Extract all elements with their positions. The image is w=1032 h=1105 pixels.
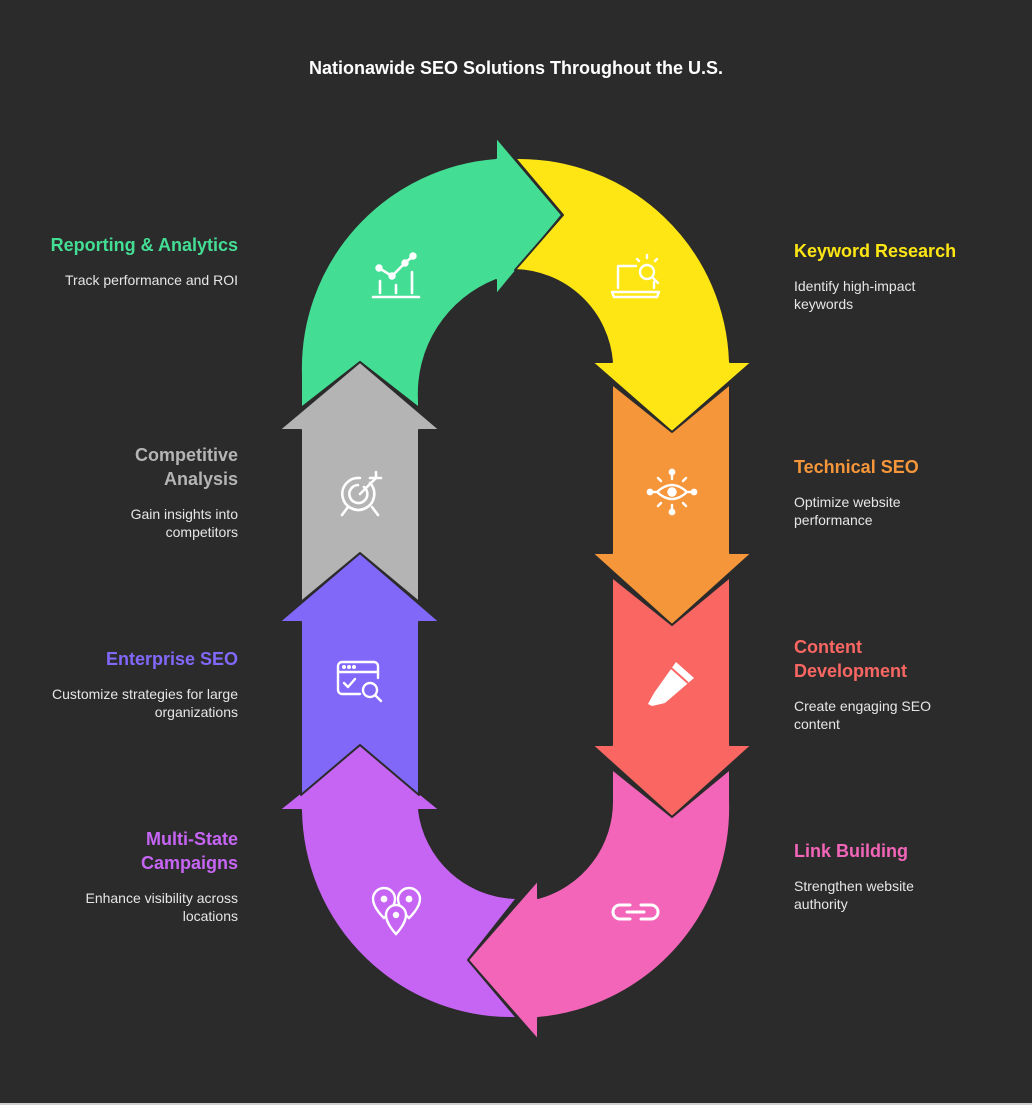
step-description: Identify high-impact keywords xyxy=(794,278,916,312)
step-description: Gain insights into competitors xyxy=(130,506,238,540)
pencil-icon xyxy=(648,662,694,706)
step-title: Content Development xyxy=(794,637,908,681)
step-description: Enhance visibility across locations xyxy=(85,890,238,924)
step-description: Customize strategies for large organizat… xyxy=(52,686,238,720)
laptop-search-icon xyxy=(610,253,661,299)
segment-multi-state-campaigns xyxy=(278,744,518,1020)
step-label-enterprise-seo: Enterprise SEO Customize strategies for … xyxy=(38,647,238,721)
step-label-content-development: Content Development Create engaging SEO … xyxy=(794,635,974,733)
target-icon xyxy=(340,470,383,517)
step-title: Link Building xyxy=(794,841,908,861)
segment-competitive-analysis xyxy=(278,361,441,603)
step-description: Track performance and ROI xyxy=(65,272,238,288)
step-label-keyword-research: Keyword Research Identify high-impact ke… xyxy=(794,239,974,313)
step-title: Technical SEO xyxy=(794,457,919,477)
link-icon xyxy=(611,903,660,921)
segment-reporting-analytics xyxy=(299,136,563,409)
step-description: Strengthen website authority xyxy=(794,878,914,912)
bar-chart-icon xyxy=(371,252,421,299)
step-title: Enterprise SEO xyxy=(105,649,238,669)
step-label-competitive-analysis: Competitive Analysis Gain insights into … xyxy=(38,443,238,541)
segment-content-development xyxy=(591,576,753,818)
browser-checklist-icon xyxy=(336,660,383,703)
step-title: Competitive Analysis xyxy=(134,445,238,489)
eye-network-icon xyxy=(646,468,698,516)
step-description: Create engaging SEO content xyxy=(794,698,931,732)
map-pins-icon xyxy=(371,886,422,936)
step-label-reporting-analytics: Reporting & Analytics Track performance … xyxy=(38,233,238,289)
segment-enterprise-seo xyxy=(278,552,441,796)
step-label-link-building: Link Building Strengthen website authori… xyxy=(794,839,974,913)
segment-keyword-research xyxy=(514,156,753,433)
bottom-divider xyxy=(0,1103,1032,1105)
segment-link-building xyxy=(467,768,732,1041)
step-title: Reporting & Analytics xyxy=(50,235,238,255)
step-label-multi-state-campaigns: Multi-State Campaigns Enhance visibility… xyxy=(38,827,238,925)
step-title: Multi-State Campaigns xyxy=(140,829,238,873)
step-label-technical-seo: Technical SEO Optimize website performan… xyxy=(794,455,974,529)
step-title: Keyword Research xyxy=(794,241,957,261)
step-description: Optimize website performance xyxy=(794,494,901,528)
diagram-title: Nationawide SEO Solutions Throughout the… xyxy=(309,58,723,78)
